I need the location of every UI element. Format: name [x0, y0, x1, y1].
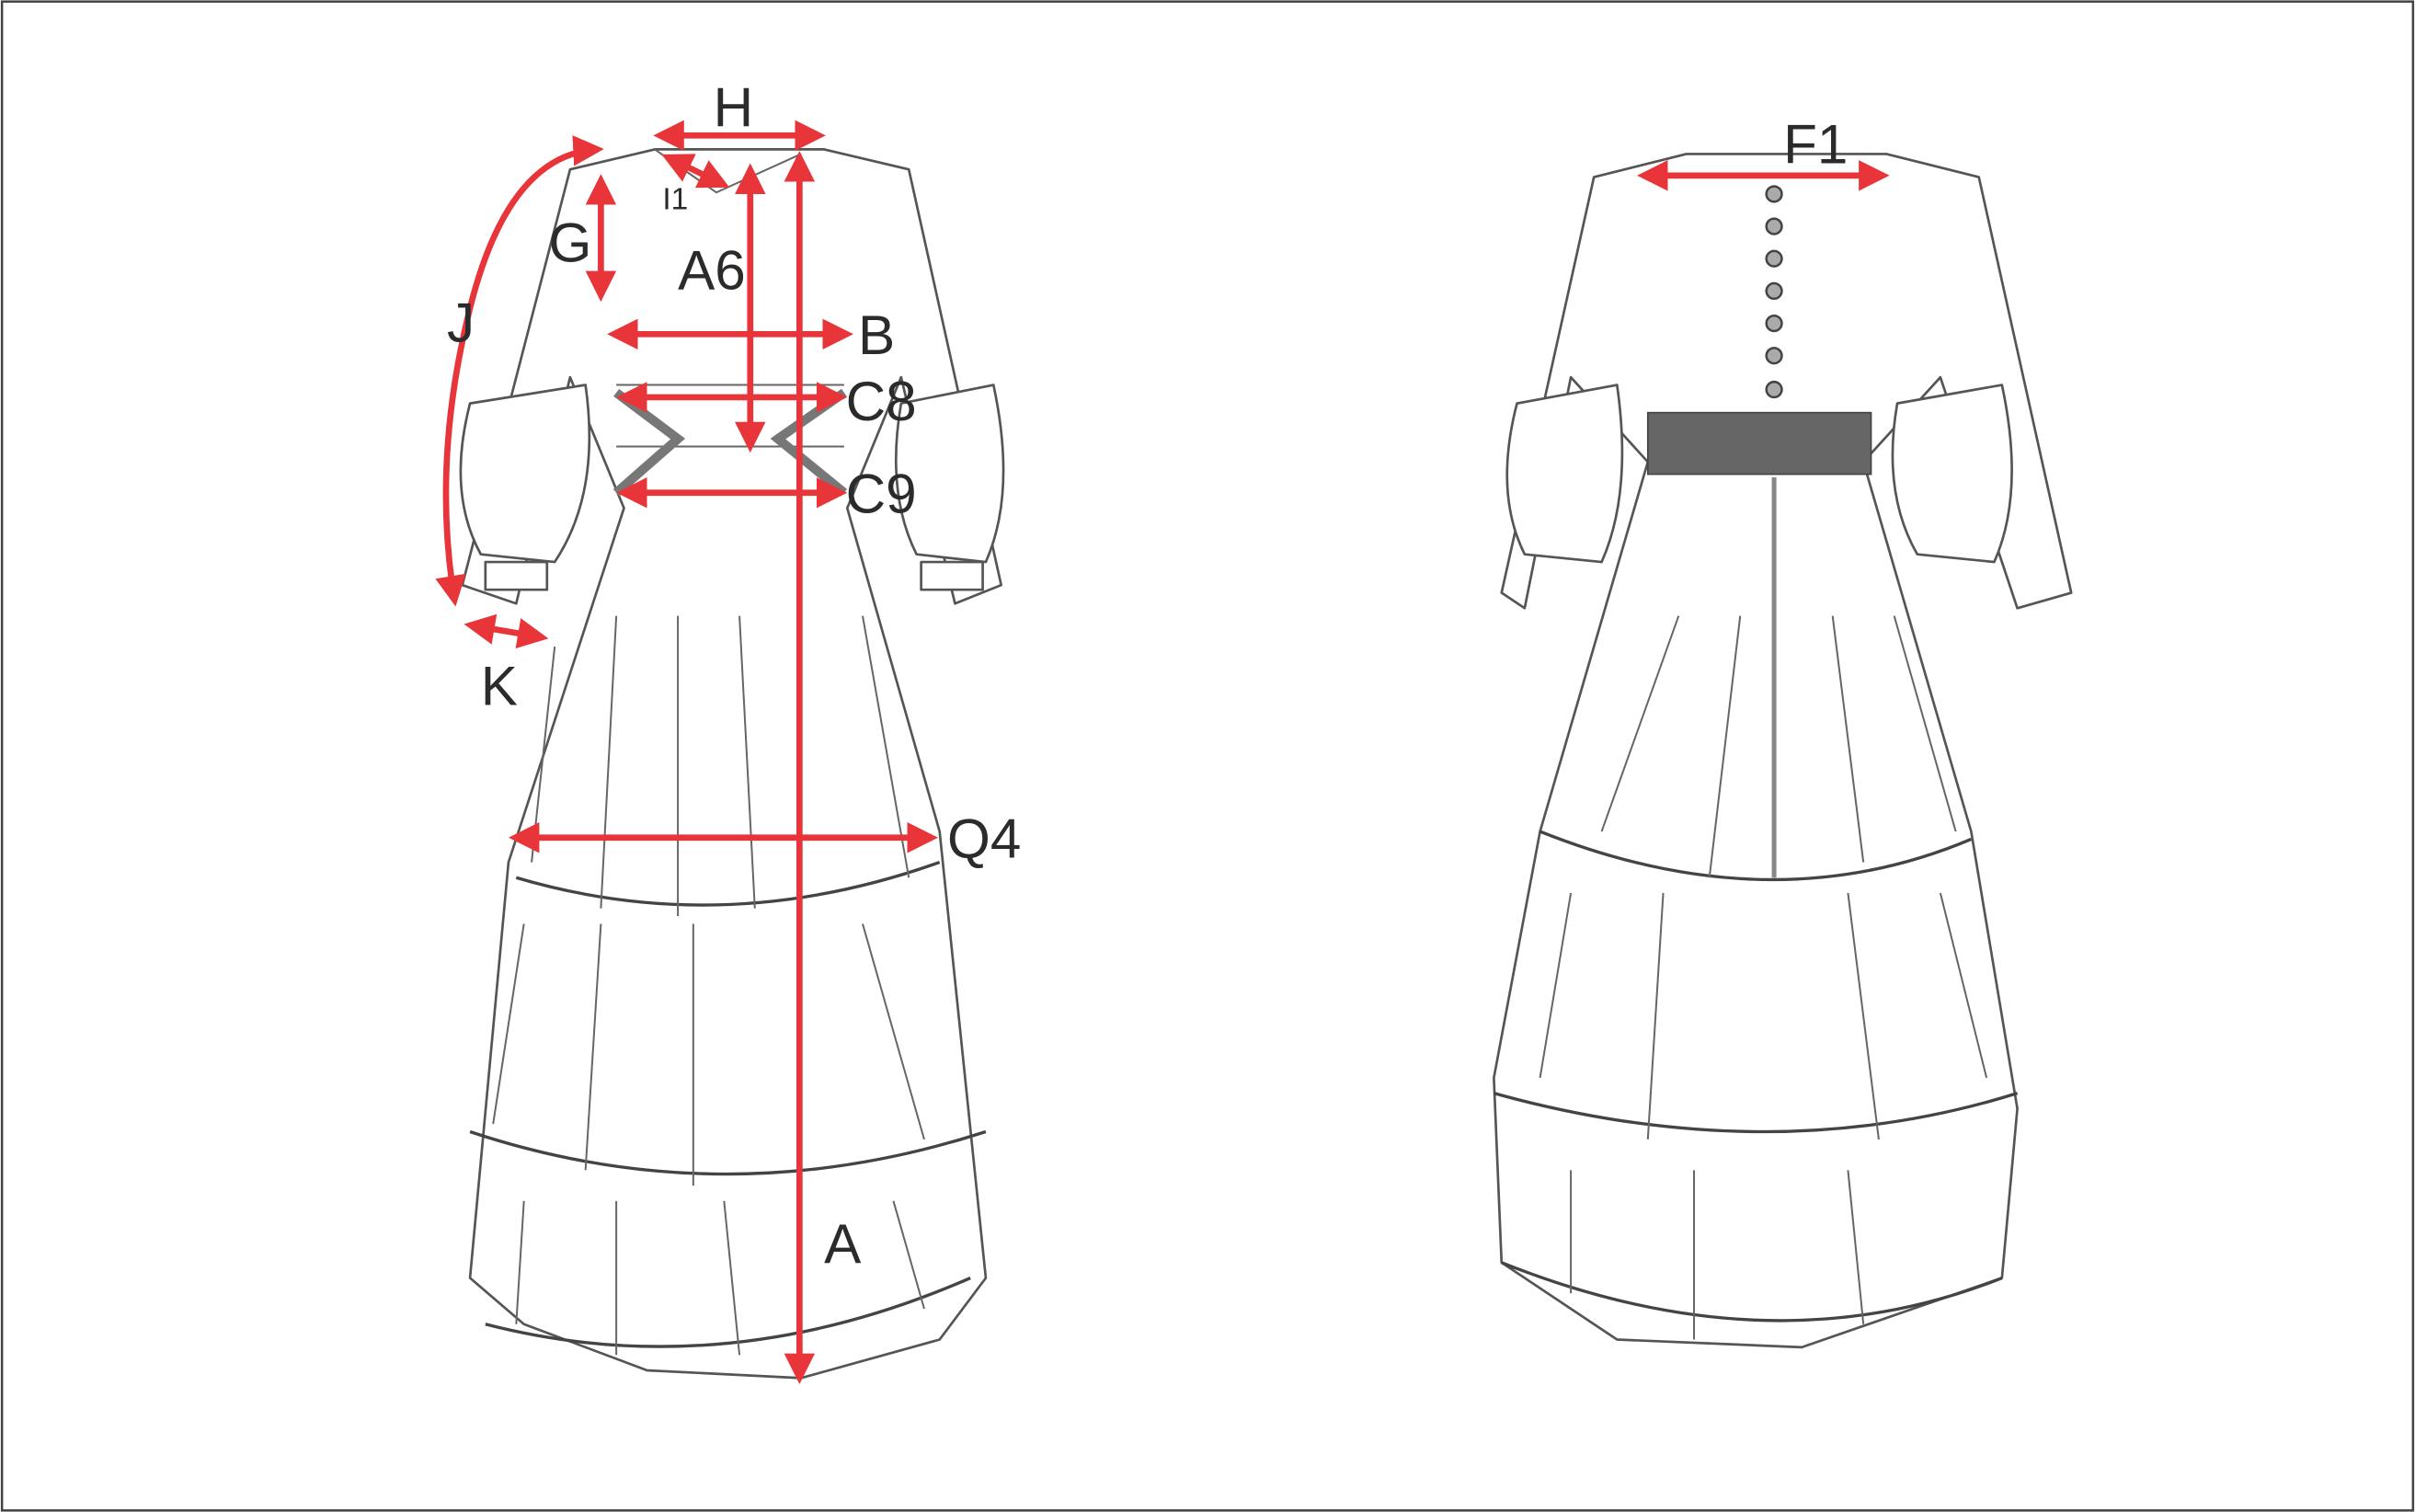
label-G: G — [548, 212, 591, 274]
label-Q4: Q4 — [947, 807, 1021, 869]
arrow-J — [435, 135, 604, 607]
label-B: B — [858, 304, 895, 366]
left-sleeve-puff — [459, 384, 591, 564]
label-A6: A6 — [678, 239, 746, 302]
label-H: H — [714, 75, 754, 138]
label-C9: C9 — [846, 462, 917, 524]
label-J: J — [447, 292, 475, 354]
label-F1: F1 — [1783, 112, 1848, 175]
right-sleeve-puff — [894, 384, 1005, 564]
label-A: A — [824, 1212, 862, 1275]
arrow-I1 — [661, 154, 730, 189]
label-K: K — [481, 655, 518, 717]
back-waistband — [1646, 411, 1872, 475]
label-C8: C8 — [846, 370, 917, 432]
measurement-arrows: H I1 A6 G J B C8 C9 K Q4 A F1 — [435, 75, 1890, 1385]
arrow-K — [464, 613, 549, 649]
label-I1: I1 — [662, 183, 688, 217]
back-dress-sketch — [1493, 153, 2073, 1349]
